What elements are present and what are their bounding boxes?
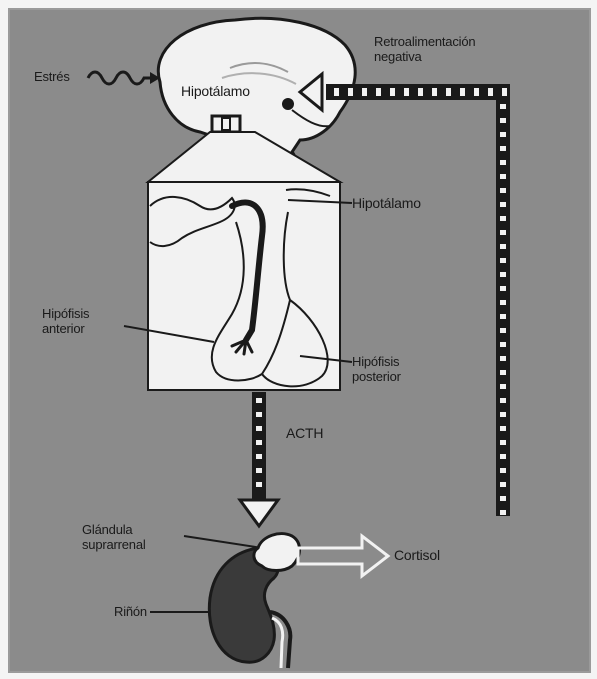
stress-wave-arrow <box>88 72 150 84</box>
label-acth: ACTH <box>286 426 323 441</box>
feedback-ladder-horizontal <box>326 84 510 100</box>
label-hipofisis-anterior: Hipófisis anterior <box>42 306 89 336</box>
feedback-ladder-vertical <box>496 90 510 516</box>
cortisol-arrow <box>298 536 388 576</box>
adrenal-gland <box>254 534 300 571</box>
label-rinon: Riñón <box>114 604 147 619</box>
label-hipotalamo-brain: Hipotálamo <box>181 84 250 99</box>
label-hipotalamo-detail: Hipotálamo <box>352 196 421 211</box>
label-glandula-suprarrenal: Glándula suprarrenal <box>82 522 146 552</box>
label-hipofisis-posterior: Hipófisis posterior <box>352 354 401 384</box>
leader-glandula <box>184 536 262 548</box>
label-estres: Estrés <box>34 69 70 84</box>
label-cortisol: Cortisol <box>394 548 440 563</box>
label-retroalimentacion: Retroalimentación negativa <box>374 34 475 64</box>
hypothalamus-dot <box>282 98 294 110</box>
detail-box <box>148 182 340 390</box>
acth-arrow <box>240 392 278 526</box>
